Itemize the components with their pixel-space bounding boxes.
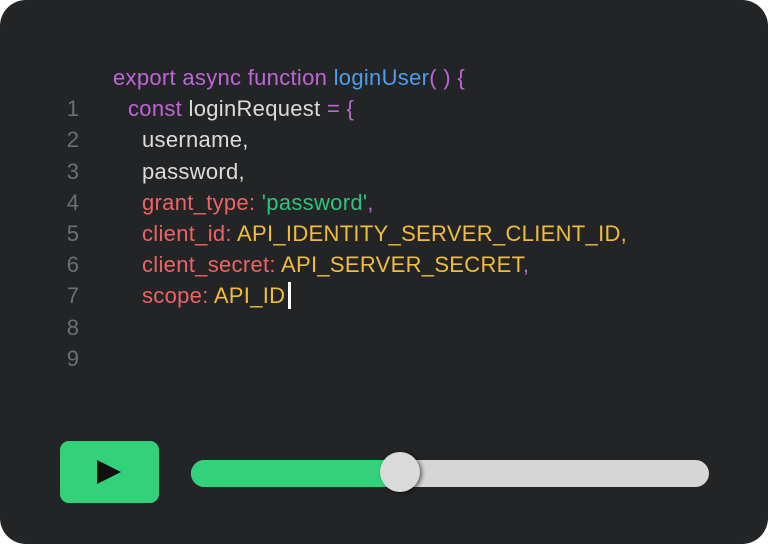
code-text: password, (142, 156, 245, 187)
slider-handle[interactable] (380, 452, 420, 492)
token-key: scope: (142, 283, 214, 309)
line-number: 5 (66, 220, 80, 246)
token-keyword: ( ) { (429, 65, 465, 90)
token-function: loginUser (333, 65, 430, 90)
code-text: client_id: API_IDENTITY_SERVER_CLIENT_ID… (142, 218, 627, 249)
progress-fill (191, 460, 406, 487)
line-number: 6 (66, 252, 80, 278)
progress-slider[interactable] (191, 460, 709, 487)
line-number: 1 (66, 96, 80, 122)
token-keyword: = { (326, 96, 355, 122)
code-text[interactable]: scope: API_ID (142, 280, 292, 311)
token-string: 'password' (261, 189, 368, 215)
token-key: client_secret: (142, 252, 282, 278)
play-icon (97, 460, 121, 484)
code-text: username, (142, 124, 249, 155)
token-key: client_id: (142, 220, 238, 246)
token-constant: API_ID (213, 283, 286, 309)
token-keyword: const (128, 96, 189, 122)
code-text: const loginRequest = { (128, 93, 354, 124)
token-plain: loginRequest (188, 96, 327, 122)
code-line-6: 6 client_id: API_IDENTITY_SERVER_CLIENT_… (0, 218, 768, 277)
token-constant: API_IDENTITY_SERVER_CLIENT_ID, (237, 220, 628, 246)
code-line-5: 5 grant_type: 'password', (0, 187, 768, 246)
play-button[interactable] (60, 441, 159, 503)
token-punctuation: , (522, 252, 530, 278)
code-line-8: 8 scope: API_ID (0, 280, 768, 340)
token-keyword: export async function (113, 65, 334, 90)
code-line-9: 9 (0, 312, 768, 371)
line-number: 8 (66, 314, 80, 340)
token-constant: API_SERVER_SECRET (281, 252, 523, 278)
token-key: grant_type: (142, 189, 262, 215)
code-text: grant_type: 'password', (142, 187, 374, 218)
code-line-3: 3 username, (0, 124, 768, 183)
line-number: 9 (66, 345, 80, 371)
code-text: export async function loginUser( ) { (113, 62, 465, 93)
token-plain: password, (142, 158, 245, 184)
code-line-4: 4 password, (0, 156, 768, 215)
token-punctuation: , (367, 189, 374, 215)
code-line-1: 1 export async function loginUser( ) { (0, 62, 768, 121)
code-text: client_secret: API_SERVER_SECRET, (142, 249, 529, 280)
code-line-7: 7 client_secret: API_SERVER_SECRET, (0, 249, 768, 308)
token-plain: username, (142, 127, 249, 153)
code-editor: 1 export async function loginUser( ) { 2… (0, 62, 768, 371)
code-line-2: 2 const loginRequest = { (0, 93, 768, 152)
line-number: 4 (66, 189, 80, 215)
line-number: 3 (66, 158, 80, 184)
line-number: 2 (66, 127, 80, 153)
line-number: 7 (66, 283, 80, 309)
text-cursor (288, 282, 292, 309)
